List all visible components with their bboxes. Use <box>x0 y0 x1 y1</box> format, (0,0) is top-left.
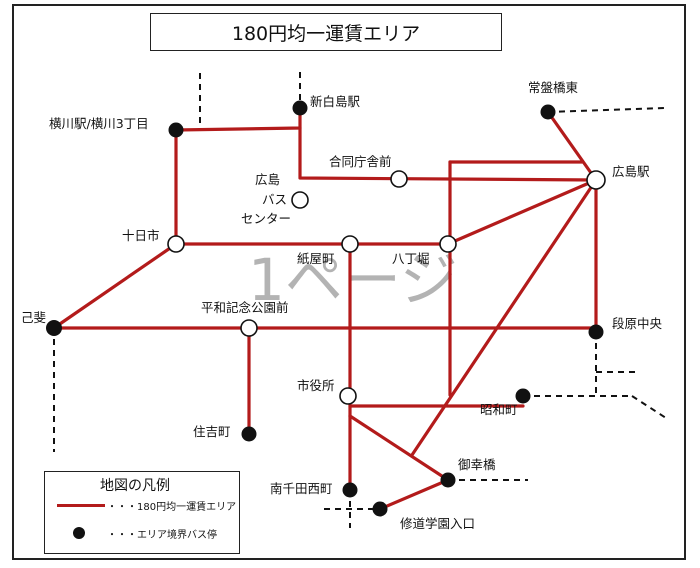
stop-danbara-chuo <box>588 324 604 340</box>
stop-heiwa-kinen-koen-mae <box>240 319 258 337</box>
label-kamiyacho: 紙屋町 <box>297 251 335 266</box>
label-bus-center-3: センター <box>241 211 291 226</box>
stop-shinhakushima <box>292 100 308 116</box>
label-showamachi: 昭和町 <box>480 402 518 417</box>
label-joban-bashi-higashi: 常盤橋東 <box>528 80 579 95</box>
label-godo-chosha-mae: 合同庁舎前 <box>329 154 392 169</box>
stop-tokaichi <box>167 235 185 253</box>
page-watermark: 1ページ <box>248 246 458 314</box>
label-minami-senda-nishimachi: 南千田西町 <box>270 481 333 496</box>
stop-hatchobori <box>439 235 457 253</box>
label-miyuki-bashi: 御幸橋 <box>458 457 496 472</box>
stop-showamachi <box>515 388 531 404</box>
outside-roads <box>53 72 667 528</box>
label-koi: 己斐 <box>21 310 46 325</box>
stop-shiyakusho <box>339 387 357 405</box>
boundary-stops <box>46 100 604 517</box>
label-shinhakushima: 新白島駅 <box>310 94 361 109</box>
stop-kamiyacho <box>341 235 359 253</box>
label-yokogawa: 横川駅/横川3丁目 <box>49 116 149 131</box>
map-legend: 地図の凡例 ・・・180円均一運賃エリア ・・・エリア境界バス停 <box>44 471 240 554</box>
label-hatchobori: 八丁堀 <box>392 251 430 266</box>
stop-miyuki-bashi <box>440 472 456 488</box>
stop-yokogawa <box>168 122 184 138</box>
legend-stop-text: ・・・エリア境界バス停 <box>107 530 217 541</box>
stop-koi <box>46 320 62 336</box>
label-shudo-gakuen-iriguchi: 修道学園入口 <box>400 516 475 531</box>
label-hiroshima-eki: 広島駅 <box>612 164 650 179</box>
legend-route-text: ・・・180円均一運賃エリア <box>107 502 237 513</box>
stop-sumiyoshicho <box>241 426 257 442</box>
stop-shudo-gakuen-iriguchi <box>372 501 388 517</box>
label-danbara-chuo: 段原中央 <box>612 316 663 331</box>
label-tokaichi: 十日市 <box>122 228 160 243</box>
label-bus-center-2: バス <box>262 192 287 207</box>
label-bus-center-1: 広島 <box>255 172 280 187</box>
stop-minami-senda-nishimachi <box>342 482 358 498</box>
stop-joban-bashi-higashi <box>540 104 556 120</box>
map-title: 180円均一運賃エリア <box>150 13 502 51</box>
label-sumiyoshicho: 住吉町 <box>193 424 231 439</box>
stop-labels: 新白島駅 横川駅/横川3丁目 常盤橋東 合同庁舎前 広島駅 広島 バス センター… <box>21 80 663 531</box>
legend-title: 地図の凡例 <box>100 478 170 494</box>
stop-hiroshima-eki <box>586 170 606 190</box>
label-shiyakusho: 市役所 <box>297 378 335 393</box>
legend-route-line <box>57 504 105 507</box>
label-heiwa-kinen-koen-mae: 平和記念公園前 <box>201 300 289 315</box>
stop-godo-chosha-mae <box>390 170 408 188</box>
stop-bus-center <box>291 191 309 209</box>
legend-stop-dot <box>73 527 85 539</box>
area-stops <box>167 170 606 405</box>
fare-area-routes <box>52 106 598 511</box>
